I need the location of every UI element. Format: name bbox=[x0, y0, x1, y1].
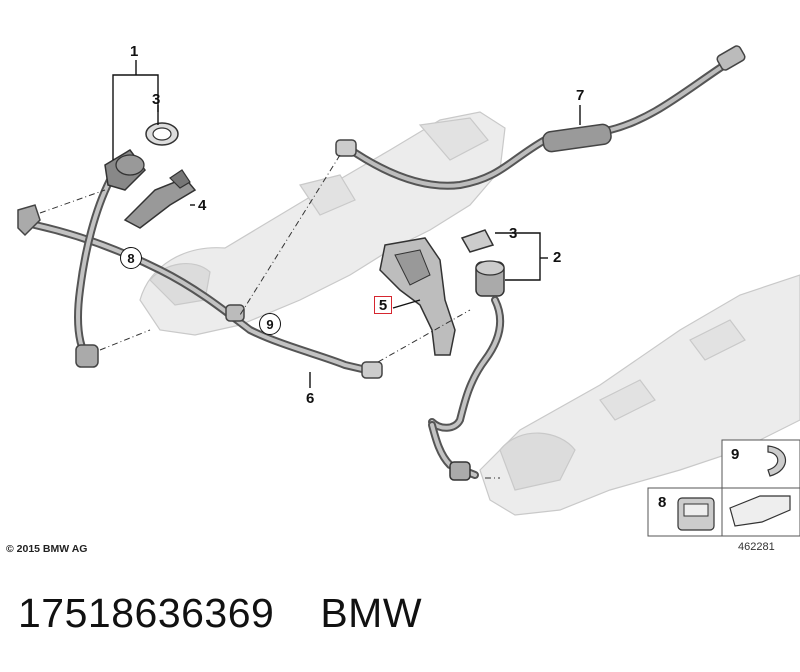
callout-4: 4 bbox=[198, 197, 207, 214]
legend-label-8: 8 bbox=[658, 494, 667, 511]
leader-lines bbox=[39, 154, 500, 479]
footer-caption: 17518636369 BMW bbox=[18, 590, 422, 637]
brand-name: BMW bbox=[320, 590, 423, 636]
part-number: 17518636369 bbox=[18, 590, 275, 636]
intake-manifold-ghost-lower bbox=[479, 274, 800, 516]
hose-6 bbox=[31, 221, 383, 379]
diagram-drawing bbox=[17, 45, 800, 537]
callout-8-circled: 8 bbox=[120, 247, 142, 269]
callout-1: 1 bbox=[130, 43, 139, 60]
callout-6: 6 bbox=[306, 390, 315, 407]
valve-2 bbox=[428, 229, 505, 481]
callout-lines bbox=[112, 60, 581, 388]
parts-diagram: 1 3 4 7 3 2 6 5 8 9 9 8 © 2015 BMW AG 46… bbox=[6, 43, 800, 555]
legend-clip-8 bbox=[677, 497, 715, 531]
hose-7 bbox=[335, 45, 746, 190]
copyright-notice: © 2015 BMW AG bbox=[6, 543, 88, 555]
callout-5-highlighted: 5 bbox=[374, 296, 392, 314]
callout-3-upper: 3 bbox=[152, 91, 161, 108]
legend-clip-9 bbox=[767, 445, 787, 477]
bracket-5 bbox=[379, 237, 456, 356]
hose-1 bbox=[17, 149, 146, 368]
callout-9-circled: 9 bbox=[259, 313, 281, 335]
legend-arrow bbox=[729, 495, 791, 527]
callout-2: 2 bbox=[553, 249, 562, 266]
callout-3-lower: 3 bbox=[509, 225, 518, 242]
legend-label-9: 9 bbox=[731, 446, 740, 463]
intake-manifold-ghost-upper bbox=[139, 111, 506, 336]
bracket-4 bbox=[123, 169, 197, 229]
diagram-id: 462281 bbox=[738, 541, 775, 553]
callout-7: 7 bbox=[576, 87, 585, 104]
clamp-ring-3-upper bbox=[145, 122, 179, 146]
